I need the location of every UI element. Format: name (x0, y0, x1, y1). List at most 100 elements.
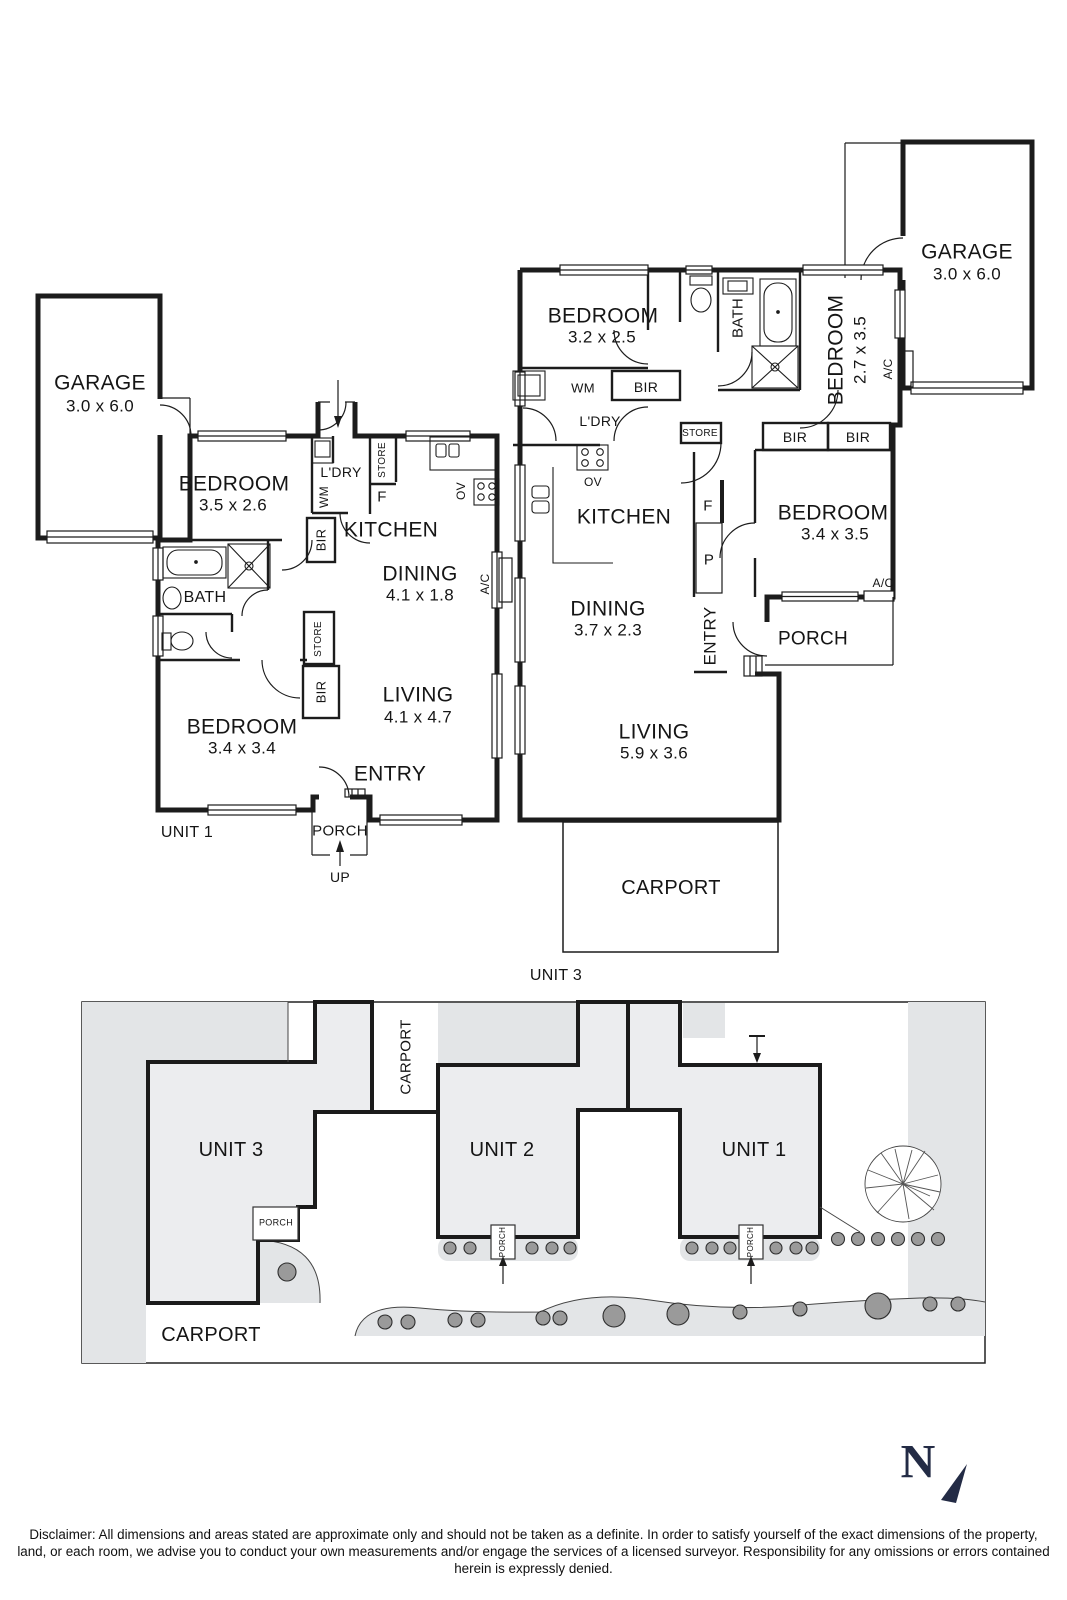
disclaimer-text: Disclaimer: All dimensions and areas sta… (17, 1527, 1050, 1576)
site-unit3-building (146, 1000, 374, 1305)
shower-u1 (227, 543, 271, 589)
u3-bir-c-label: BIR (845, 429, 871, 445)
u3-living-dim: 5.9 x 3.6 (620, 743, 688, 763)
site-unit3-label: UNIT 3 (198, 1139, 264, 1161)
u1-up-label: UP (329, 869, 351, 885)
u3-porch-label: PORCH (777, 628, 849, 650)
u1-bedroom1-label: BEDROOM (178, 472, 290, 496)
ac-unit-u1 (498, 557, 513, 603)
u3-ac-top-label: A/C (881, 358, 895, 380)
u1-garage-label: GARAGE (54, 371, 146, 395)
bathtub-u1 (162, 546, 227, 579)
site-porch-unit2 (490, 1224, 516, 1260)
u3-garage-dim: 3.0 x 6.0 (933, 264, 1001, 284)
u1-bir-mid-label: BIR (313, 680, 329, 704)
north-label: N (900, 1435, 936, 1489)
u3-ac-porch-label: A/C (872, 576, 894, 590)
u1-bedroom2-label: BEDROOM (186, 715, 298, 739)
site-porch-unit2-label: PORCH (498, 1226, 507, 1258)
basin-u3 (722, 277, 754, 295)
site-carport-bottom-label: CARPORT (161, 1324, 261, 1346)
u3-unit-label: UNIT 3 (529, 967, 583, 984)
unit1-fixtures (161, 436, 500, 651)
garage-door-u1 (46, 530, 154, 544)
kitchen-bench-u3 (552, 467, 613, 564)
stove-u1 (473, 478, 500, 506)
toilet-u3 (689, 275, 713, 313)
u1-entry-label: ENTRY (353, 762, 427, 786)
stove-u3 (576, 444, 609, 471)
washing-machine-u1 (311, 437, 334, 464)
unit3-porch-carport (562, 597, 894, 953)
site-unit1-building (626, 1000, 822, 1239)
u1-ac-label: A/C (478, 573, 492, 595)
u3-kitchen-label: KITCHEN (576, 505, 672, 529)
u3-oven-label: OV (584, 475, 602, 489)
u3-bedroom1-label: BEDROOM (547, 304, 659, 328)
ac-unit-porch-u3 (863, 590, 895, 602)
u1-unit-label: UNIT 1 (160, 824, 214, 841)
u3-bir-a-label: BIR (633, 379, 659, 395)
u1-living-label: LIVING (382, 683, 454, 707)
u3-fridge-label: F (703, 497, 713, 515)
unit1-windows (152, 430, 513, 826)
u1-oven-label: OV (454, 482, 468, 500)
u3-bath-label: BATH (729, 297, 747, 339)
u3-store-label: STORE (682, 428, 718, 439)
site-porch-unit1-label: PORCH (746, 1226, 755, 1258)
u3-pantry-label: P (703, 551, 715, 569)
site-tree (864, 1145, 942, 1223)
u1-bedroom1-dim: 3.5 x 2.6 (199, 495, 267, 515)
u1-laundry-label: L'DRY (320, 464, 362, 480)
u3-carport-label: CARPORT (621, 877, 721, 899)
site-carport-top-label: CARPORT (397, 1019, 415, 1095)
u1-store-mid-label: STORE (313, 621, 324, 657)
site-bushes (277, 1231, 966, 1330)
site-porch-unit3 (252, 1206, 299, 1241)
u3-bir-b-label: BIR (782, 429, 808, 445)
site-plan (81, 1000, 986, 1364)
site-unit2-label: UNIT 2 (469, 1139, 535, 1161)
u1-porch-label: PORCH (312, 822, 368, 840)
u1-living-dim: 4.1 x 4.7 (384, 707, 452, 727)
u3-entry-label: ENTRY (700, 606, 720, 666)
unit3-windows (514, 264, 914, 755)
toilet-u1 (161, 631, 194, 651)
u1-kitchen-label: KITCHEN (343, 518, 439, 542)
u1-bath-label: BATH (183, 589, 227, 606)
u3-living-label: LIVING (618, 720, 690, 744)
u3-bedroom1-dim: 3.2 x 2.5 (568, 327, 636, 347)
u3-dining-label: DINING (570, 597, 646, 621)
u1-bedroom2-dim: 3.4 x 3.4 (208, 738, 276, 758)
north-arrow-icon (941, 1464, 967, 1503)
washing-machine-u3 (512, 370, 546, 401)
u1-garage-dim: 3.0 x 6.0 (66, 396, 134, 416)
sink-u3 (531, 485, 550, 514)
u1-bir-top-label: BIR (313, 528, 329, 552)
u1-wm-label: WM (317, 486, 331, 508)
u3-bedroom3-label: BEDROOM (777, 501, 889, 525)
site-unit1-label: UNIT 1 (721, 1139, 787, 1161)
kitchen-bench-u1 (429, 436, 498, 471)
basin-u1 (162, 586, 182, 610)
u3-garage-label: GARAGE (921, 240, 1013, 264)
u1-dining-label: DINING (382, 562, 458, 586)
ac-unit-top-u3 (900, 350, 914, 388)
unit3-walls (513, 139, 1035, 823)
unit1-porch (311, 788, 368, 866)
site-porch-unit3-label: PORCH (258, 1217, 294, 1228)
u1-fridge-label: F (377, 488, 387, 506)
u1-store-top-label: STORE (377, 442, 388, 478)
site-entry-arrows (499, 1035, 765, 1284)
u3-laundry-label: L'DRY (579, 413, 621, 429)
u3-bedroom2-dim: 2.7 x 3.5 (850, 316, 870, 384)
u1-dining-dim: 4.1 x 1.8 (386, 585, 454, 605)
u3-wm-label: WM (571, 380, 595, 396)
sink-u1 (435, 443, 460, 458)
garage-door-u3 (910, 381, 1024, 395)
u3-dining-dim: 3.7 x 2.3 (574, 620, 642, 640)
u3-bedroom3-dim: 3.4 x 3.5 (801, 524, 869, 544)
unit3-fixtures (512, 275, 799, 564)
